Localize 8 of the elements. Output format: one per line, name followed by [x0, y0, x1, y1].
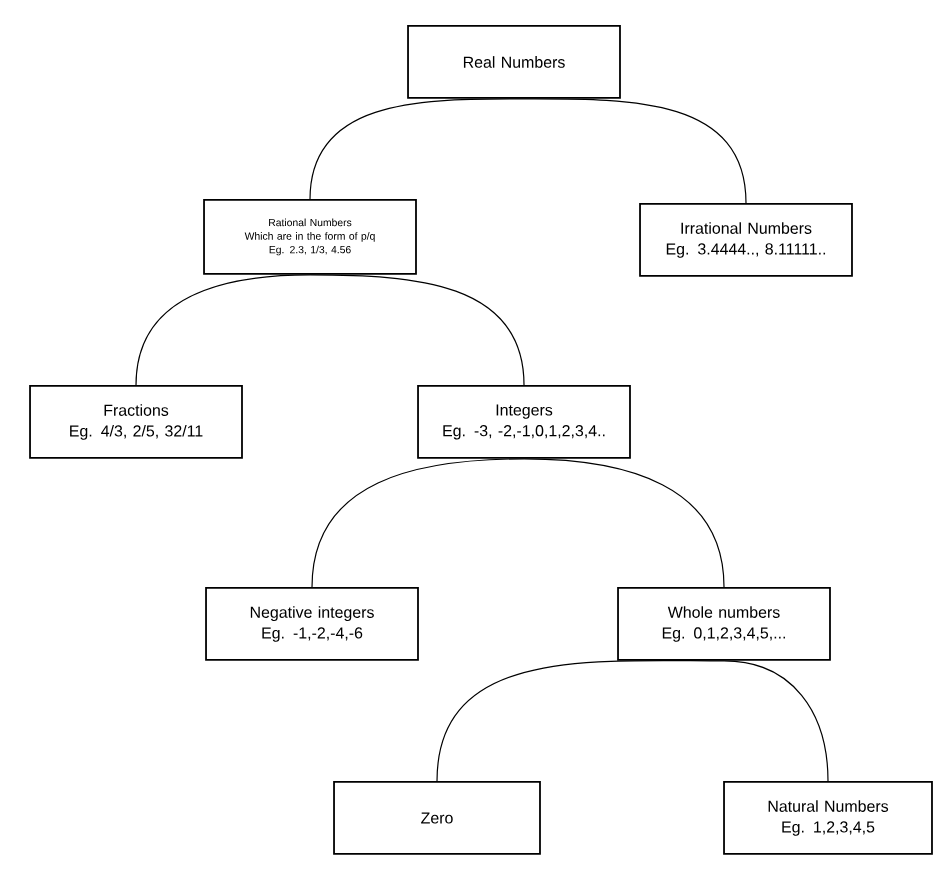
connector-arc: [311, 458, 525, 588]
connector-arc: [436, 659, 725, 782]
connector-arc: [309, 98, 515, 200]
connector-arc: [309, 274, 525, 386]
connector-arc: [723, 660, 829, 782]
connector-arc: [513, 98, 747, 204]
connector-arc: [523, 458, 725, 588]
connector-arc: [135, 274, 311, 386]
